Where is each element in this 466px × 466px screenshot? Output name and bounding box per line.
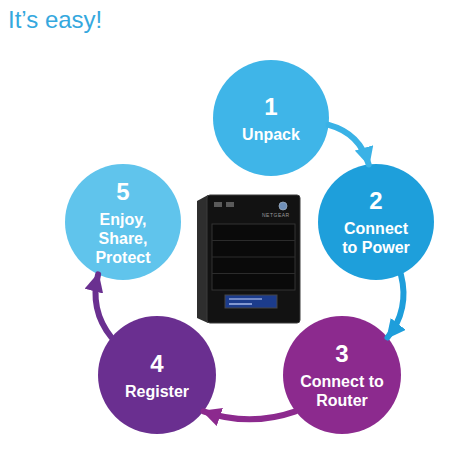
diagram-title: It’s easy!	[8, 6, 102, 34]
brand-label: NETGEAR	[262, 212, 290, 218]
circle-content: 4Register	[98, 316, 216, 434]
curved-arrow	[388, 274, 404, 337]
bay-divider	[212, 273, 295, 274]
circle-fill	[65, 164, 181, 280]
step-number: 2	[369, 187, 382, 215]
nas-edge	[207, 195, 300, 323]
step-number: 3	[335, 340, 348, 368]
step-label: Connect to Router	[297, 372, 387, 410]
power-button	[279, 202, 287, 210]
step-label: Connect to Power	[336, 219, 416, 257]
step-number: 4	[150, 350, 163, 378]
step-label: Enjoy, Share, Protect	[87, 210, 159, 267]
circle-content: 3Connect to Router	[283, 316, 401, 434]
step-circle: 5Enjoy, Share, Protect	[65, 164, 181, 280]
nas-front-face	[207, 195, 300, 323]
nas-side-face	[197, 195, 208, 323]
lcd-screen	[225, 295, 277, 308]
circle-content: 5Enjoy, Share, Protect	[65, 164, 181, 280]
step-circle: 3Connect to Router	[283, 316, 401, 434]
usb-port	[226, 202, 234, 207]
step-circle: 2Connect to Power	[318, 164, 434, 280]
step-number: 1	[264, 93, 277, 121]
step-label: Register	[125, 382, 189, 401]
curved-arrow	[204, 411, 296, 419]
circle-fill	[318, 164, 434, 280]
circle-content: 1Unpack	[213, 60, 329, 176]
circle-content: 2Connect to Power	[318, 164, 434, 280]
circle-fill	[283, 316, 401, 434]
bay-divider	[212, 240, 295, 241]
step-number: 5	[116, 178, 129, 206]
circle-fill	[213, 60, 329, 176]
lcd-line	[229, 303, 252, 304]
step-label: Unpack	[242, 125, 300, 144]
step-circle: 1Unpack	[213, 60, 329, 176]
circle-fill	[98, 316, 216, 434]
bay-divider	[212, 257, 295, 258]
drive-bays	[212, 224, 295, 290]
curved-arrow	[329, 125, 369, 165]
step-circle: 4Register	[98, 316, 216, 434]
lcd-line	[229, 298, 262, 299]
usb-port	[214, 202, 222, 207]
curved-arrow	[96, 274, 112, 337]
